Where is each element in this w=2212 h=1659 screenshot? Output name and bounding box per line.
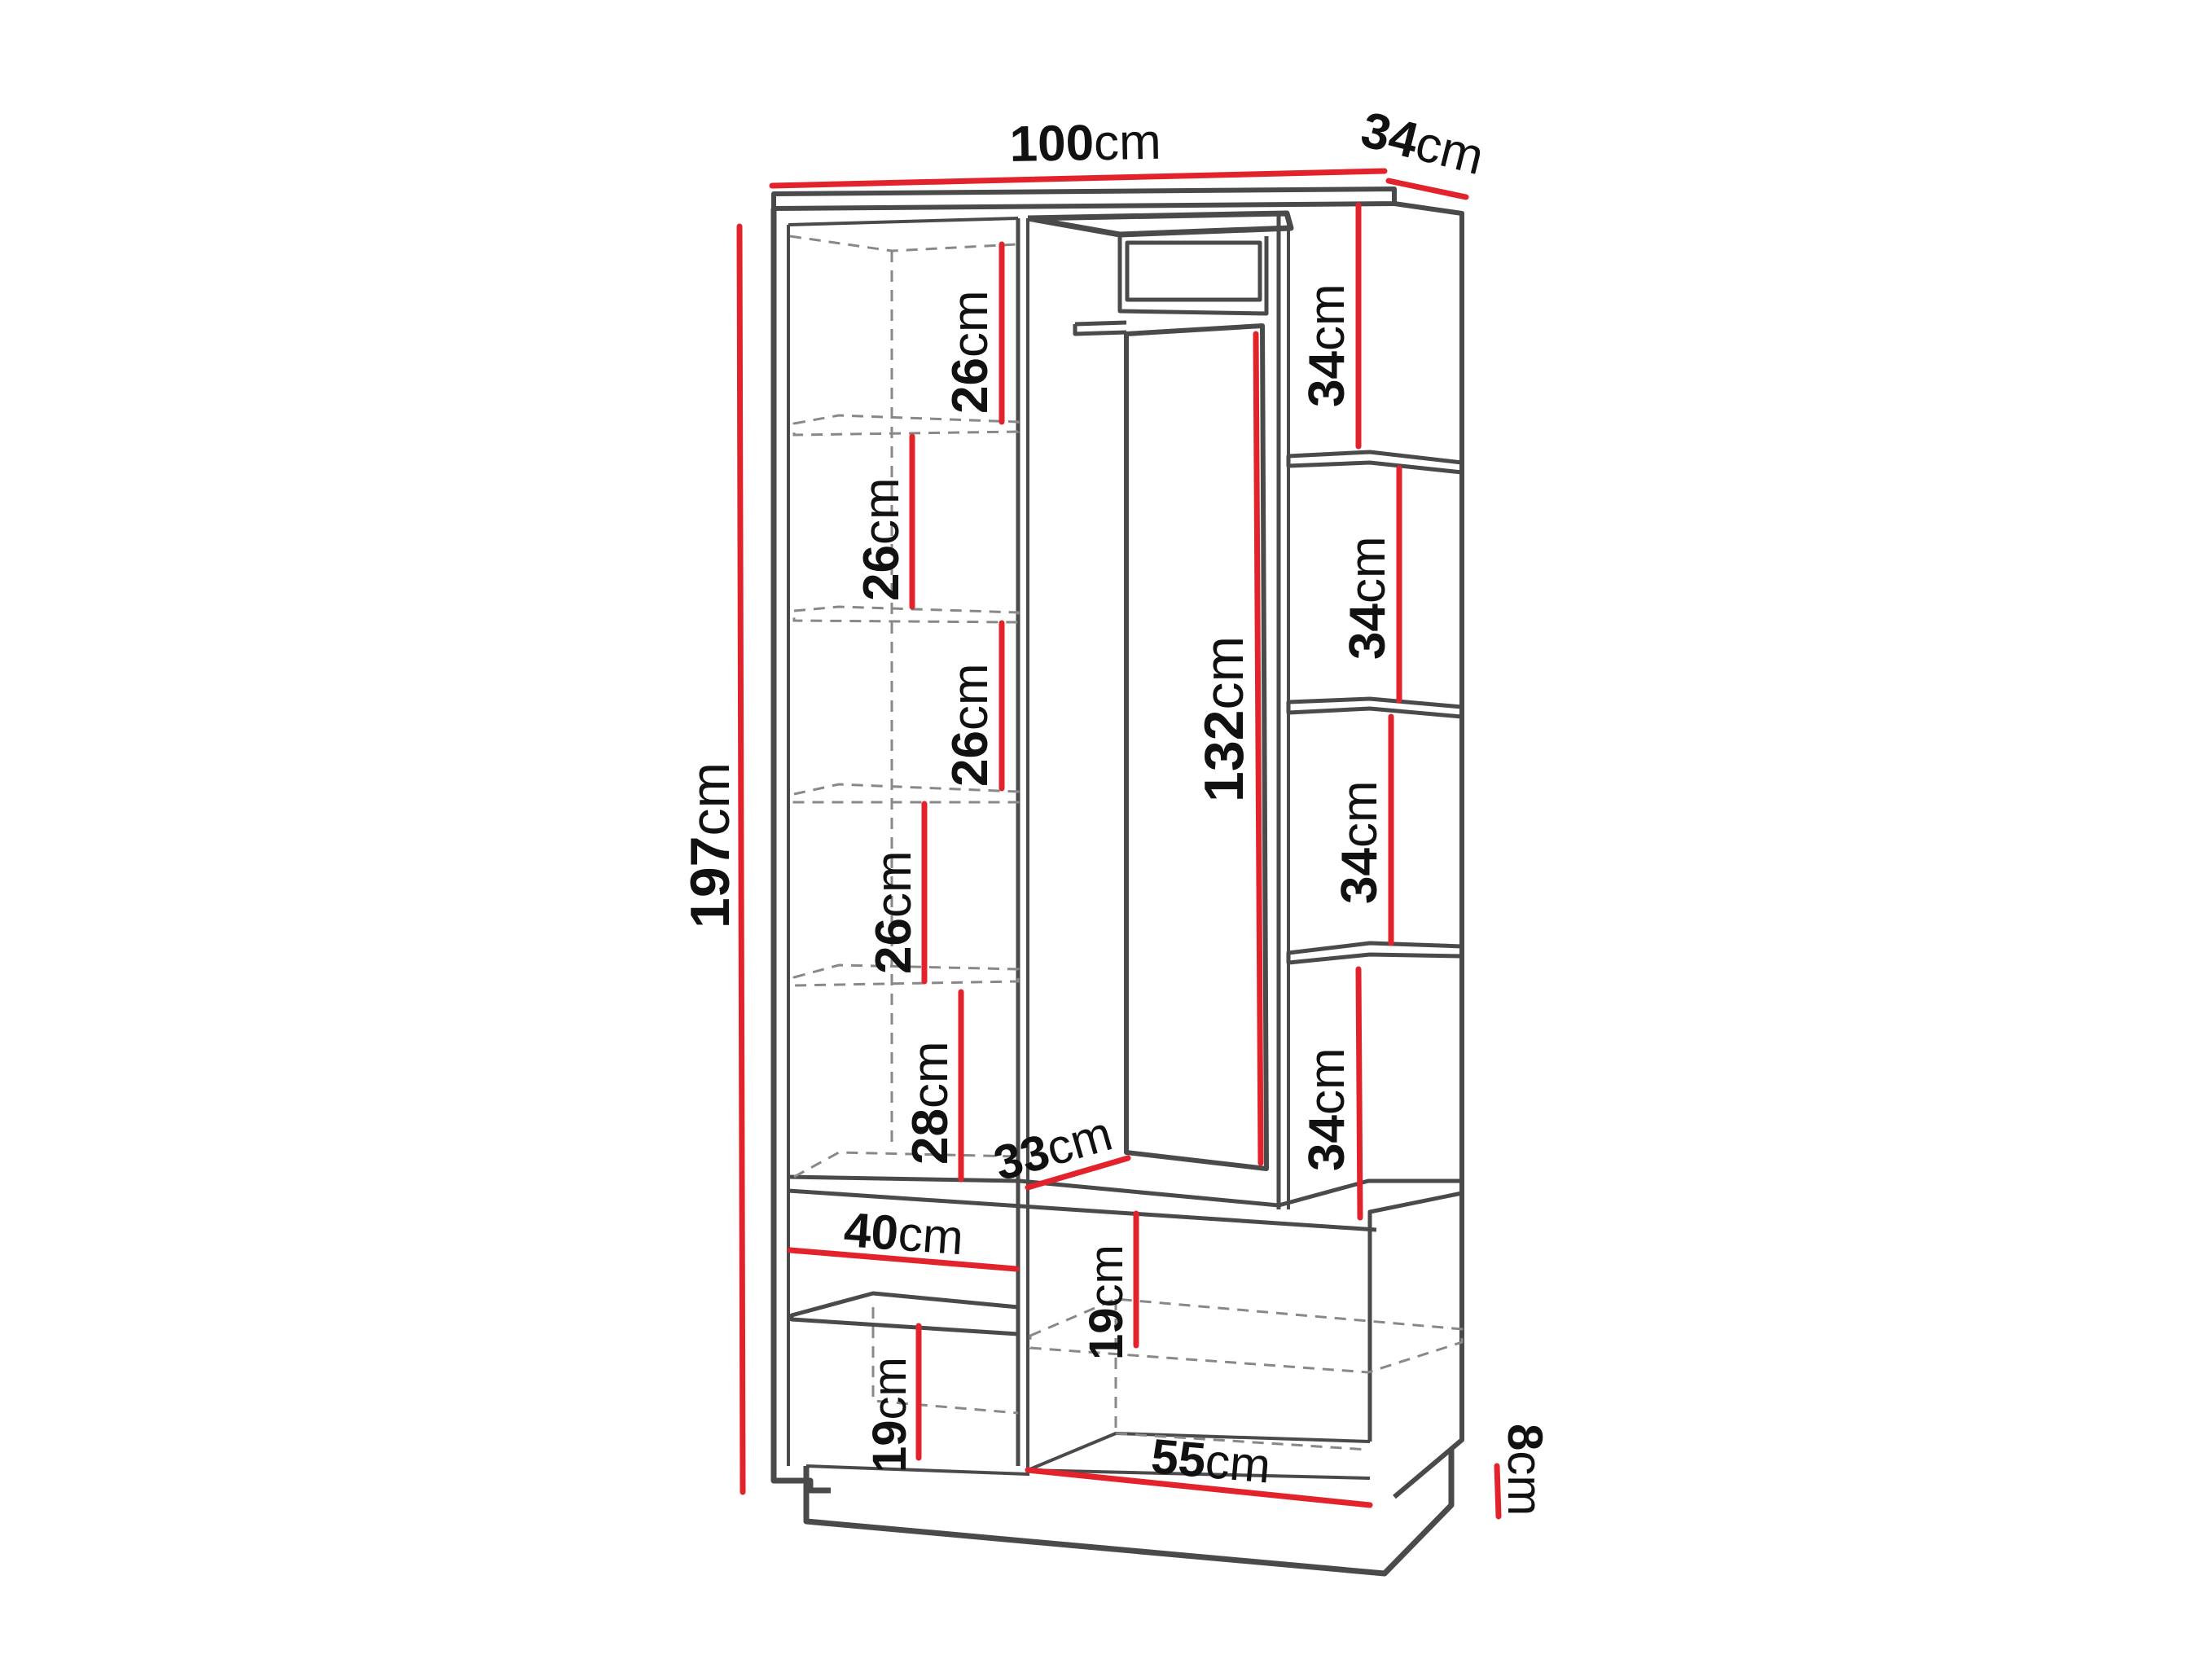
label-right-4: 34cm — [1299, 1047, 1355, 1171]
label-left-1: 26cm — [942, 290, 998, 414]
label-bench-left-low: 19cm — [863, 1357, 916, 1472]
label-right-3-num: 34 — [1332, 848, 1388, 904]
bench-left-shelf — [789, 1291, 1020, 1336]
plinth — [803, 1450, 1455, 1577]
label-right-1-unit: cm — [1299, 283, 1355, 351]
hanging-box-frame — [1117, 235, 1269, 316]
label-left-1-unit: cm — [942, 290, 998, 358]
label-left-2: 26cm — [854, 477, 910, 601]
label-bench-left-low-unit: cm — [863, 1357, 916, 1420]
mirror-panel — [1124, 323, 1269, 1171]
right-side-panel — [1393, 201, 1464, 1499]
label-right-2-num: 34 — [1340, 603, 1396, 660]
label-left-3-unit: cm — [942, 663, 998, 731]
dashed-guides — [789, 235, 1464, 1451]
outer-frame — [770, 208, 831, 1494]
label-bench-left: 40cm — [842, 1202, 965, 1265]
label-bench-mid: 19cm — [1080, 1244, 1133, 1360]
label-right-1-num: 34 — [1299, 351, 1355, 407]
label-plinth: 8cm — [1498, 1424, 1552, 1516]
label-height-num: 197 — [679, 836, 741, 928]
label-left-5-unit: cm — [902, 1041, 959, 1108]
label-left-3-num: 26 — [942, 731, 998, 787]
label-left-5-num: 28 — [902, 1108, 959, 1165]
label-hanging-height-unit: cm — [1193, 636, 1255, 710]
label-right-4-num: 34 — [1299, 1115, 1355, 1171]
dashed-left-col-top — [789, 235, 1019, 252]
label-left-1-num: 26 — [942, 358, 998, 414]
top-inner-edge — [788, 217, 1019, 226]
dim-line-depth — [1385, 178, 1469, 200]
right-shelf-2 — [1286, 696, 1464, 719]
right-shelf-3 — [1286, 941, 1464, 965]
dashed-left-shelf-1 — [792, 414, 1020, 437]
bench-top — [788, 1174, 1464, 1442]
dashed-right-bench — [1029, 1297, 1464, 1374]
label-bench-mid-unit: cm — [1080, 1244, 1133, 1307]
label-right-4-unit: cm — [1299, 1047, 1355, 1115]
dim-line-hanging — [1253, 331, 1264, 1166]
dim-line-plinth — [1494, 1463, 1502, 1520]
right-shelf-1 — [1286, 450, 1464, 475]
label-right-3: 34cm — [1332, 780, 1388, 904]
label-bench-mid-num: 19 — [1080, 1307, 1133, 1360]
label-left-4-num: 26 — [866, 918, 922, 974]
bench-front-edge — [788, 1188, 1377, 1232]
label-left-4: 26cm — [866, 850, 922, 974]
dim-line-right-4 — [1355, 966, 1363, 1221]
label-height: 197cm — [679, 762, 741, 928]
label-left-2-unit: cm — [854, 477, 910, 545]
cabinet-body — [770, 187, 1464, 1577]
dim-line-hanging-depth — [1025, 1155, 1131, 1191]
top-board — [771, 187, 1397, 211]
dashed-bench-low — [1115, 1432, 1369, 1451]
label-depth-unit: cm — [1411, 115, 1490, 186]
label-depth-num: 34 — [1356, 102, 1424, 170]
label-right-2-unit: cm — [1340, 536, 1396, 603]
label-width-unit: cm — [1093, 114, 1161, 171]
label-bench-left-low-num: 19 — [863, 1420, 916, 1472]
dim-line-bench-left — [787, 1247, 1020, 1272]
label-right-1: 34cm — [1299, 283, 1355, 407]
label-width: 100cm — [1009, 114, 1161, 173]
label-left-5: 28cm — [902, 1041, 959, 1165]
label-plinth-num: 8 — [1498, 1424, 1552, 1451]
hanging-top — [1027, 210, 1294, 238]
label-width-num: 100 — [1009, 115, 1095, 173]
label-right-2: 34cm — [1340, 536, 1396, 660]
label-bench-left-num: 40 — [842, 1202, 900, 1260]
dim-line-height — [736, 223, 746, 1495]
label-left-3: 26cm — [942, 663, 998, 787]
label-height-unit: cm — [679, 762, 741, 836]
label-left-2-num: 26 — [854, 545, 910, 601]
label-bench-right-num: 55 — [1149, 1429, 1208, 1488]
dimension-lines — [736, 168, 1502, 1520]
dimension-labels: 100cm 34cm 197cm 8cm 26cm 26cm 26cm 26cm… — [679, 102, 1552, 1516]
hanging-rail — [1073, 320, 1127, 336]
label-hanging-height-num: 132 — [1193, 710, 1255, 802]
dashed-left-shelf-2 — [792, 605, 1020, 624]
label-left-4-unit: cm — [866, 850, 922, 918]
plinth-top — [805, 1464, 1029, 1476]
dim-line-width — [769, 168, 1388, 189]
label-bench-right: 55cm — [1149, 1429, 1273, 1494]
dim-line-bench-right — [1025, 1467, 1373, 1508]
label-right-3-unit: cm — [1332, 780, 1388, 848]
label-bench-right-unit: cm — [1203, 1433, 1273, 1494]
bench-left-floor — [1027, 1468, 1371, 1480]
hanging-box-top — [1125, 240, 1262, 302]
label-plinth-unit: cm — [1498, 1451, 1552, 1516]
label-hanging-height: 132cm — [1193, 636, 1255, 802]
label-bench-left-unit: cm — [897, 1206, 965, 1265]
